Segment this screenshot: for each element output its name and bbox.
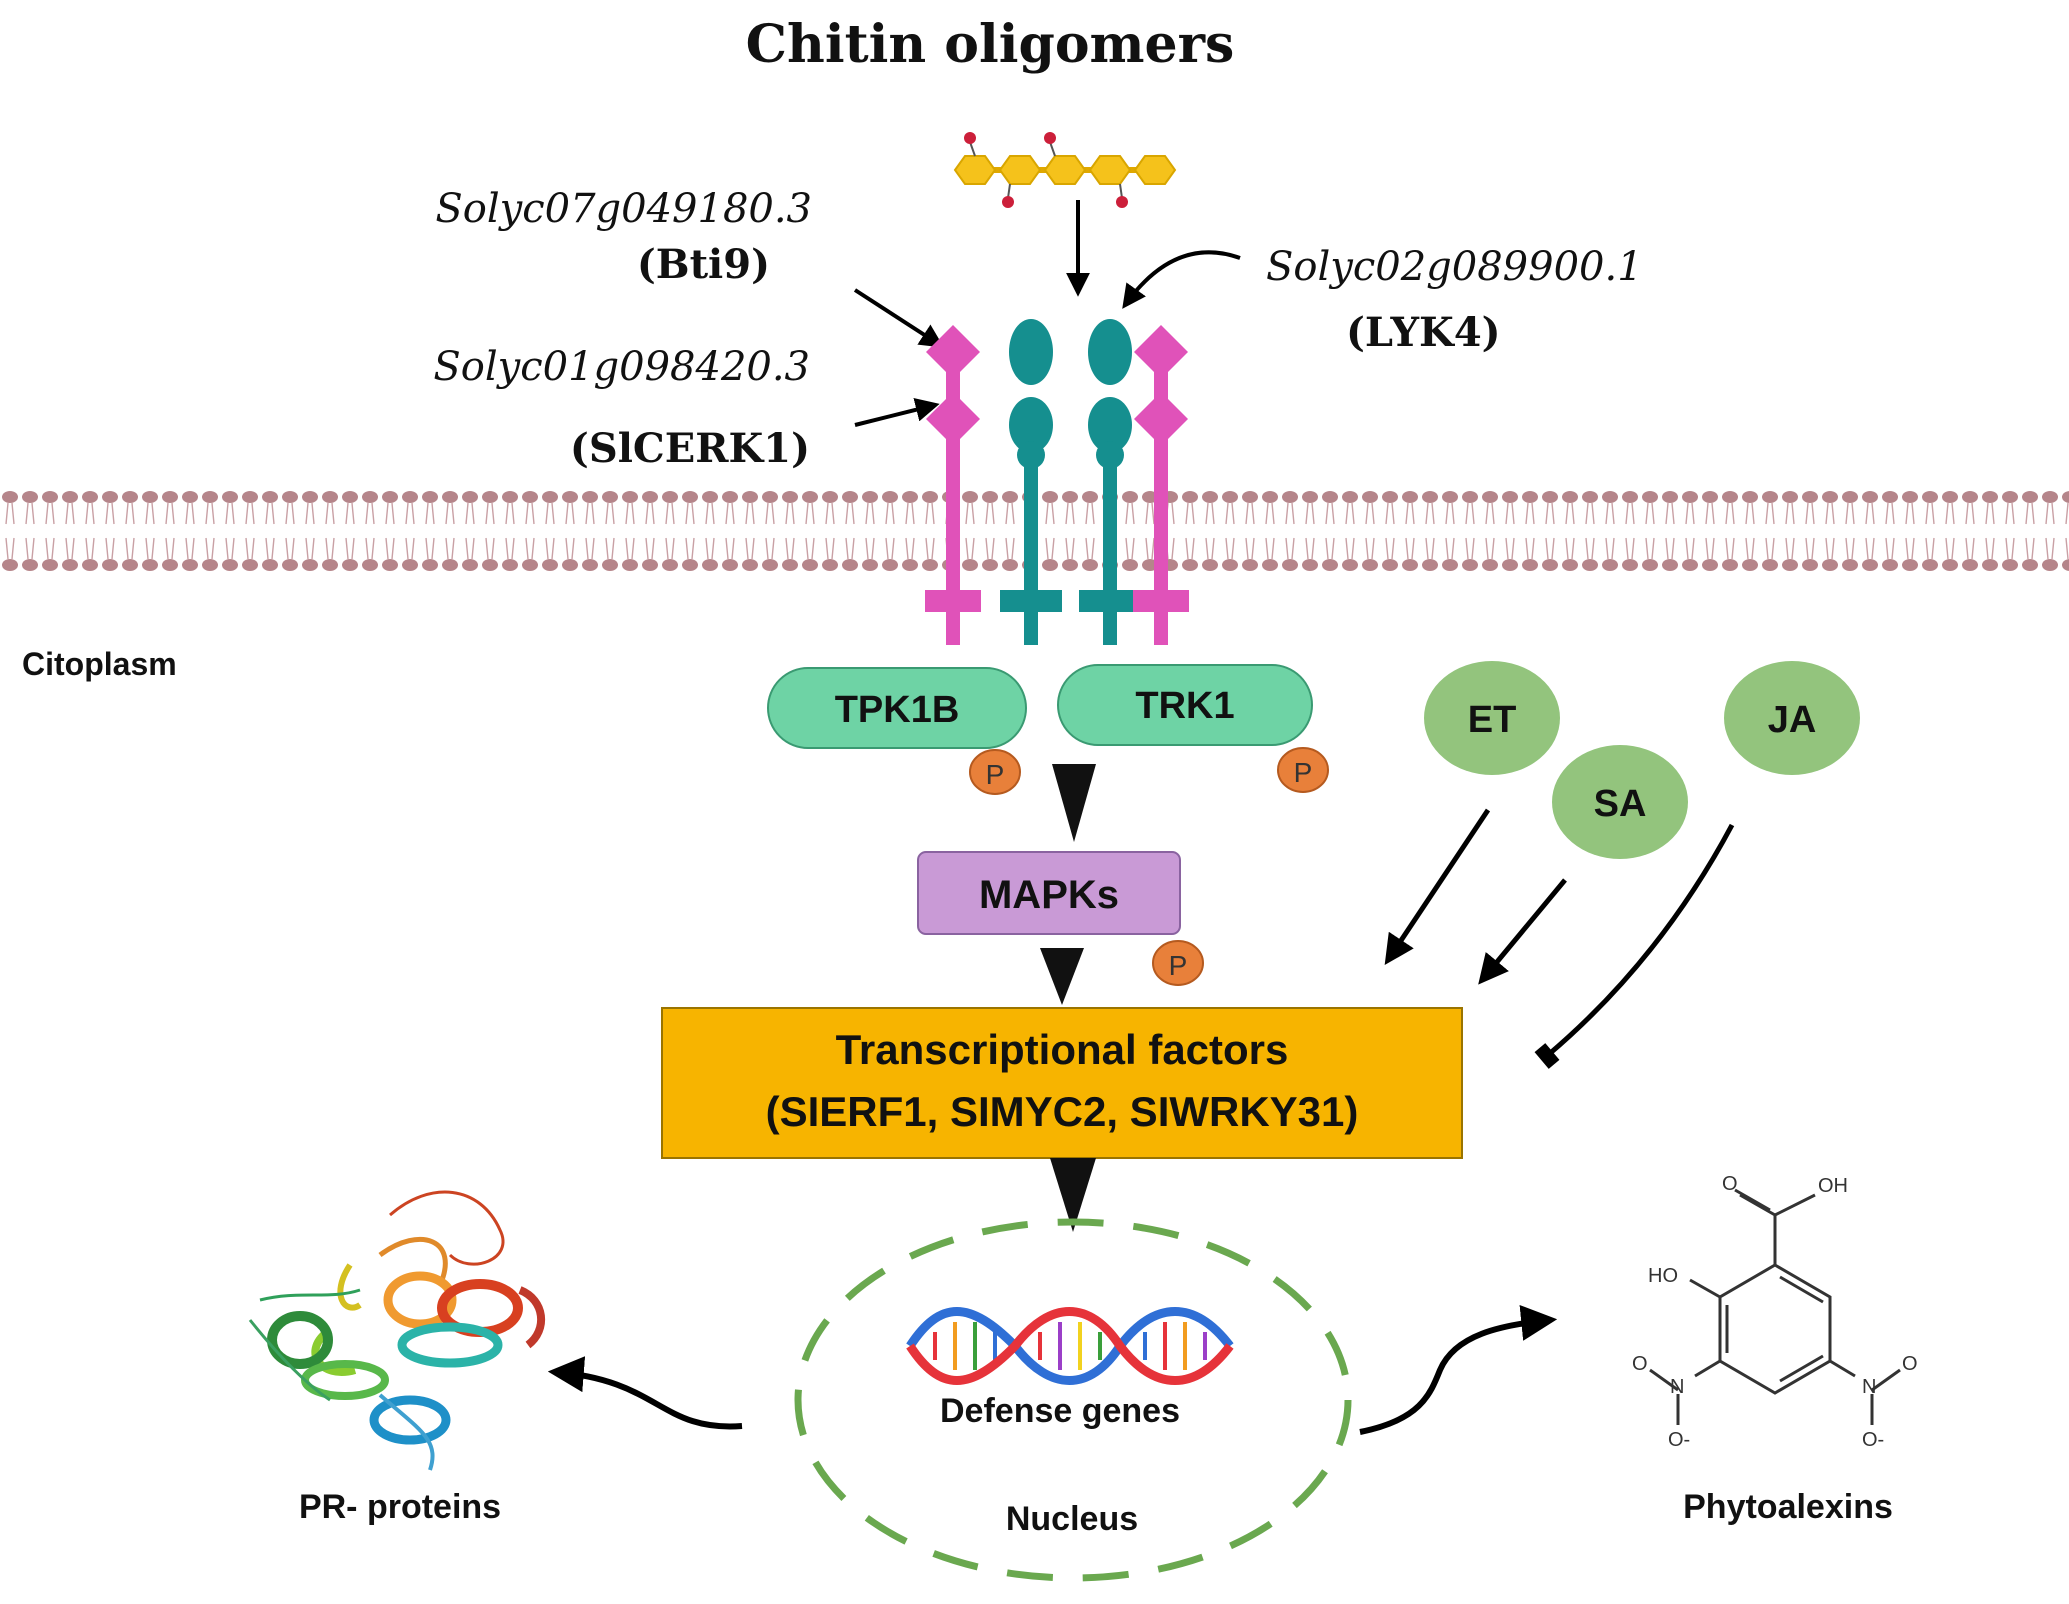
- nucleus-label: Nucleus: [1006, 1500, 1138, 1538]
- chitin-oligomer-icon: [953, 132, 1177, 208]
- tf-title: Transcriptional factors: [836, 1026, 1289, 1073]
- svg-text:ET: ET: [1468, 699, 1517, 741]
- et-signal-arrow: [1384, 808, 1491, 965]
- pr-proteins-label: PR- proteins: [299, 1488, 501, 1526]
- signal-triangle-3: [1050, 1158, 1096, 1232]
- transcription-factors-box: Transcriptional factors (SIERF1, SIMYC2,…: [661, 1007, 1463, 1159]
- svg-text:O-: O-: [1668, 1429, 1690, 1451]
- trk1-kinase: TRK1: [1057, 664, 1313, 746]
- svg-text:O: O: [1902, 1353, 1918, 1375]
- svg-text:OH: OH: [1818, 1175, 1848, 1197]
- svg-text:P: P: [1294, 757, 1313, 788]
- cytoplasm-label: Citoplasm: [22, 646, 177, 682]
- hormone-ja: JA: [1724, 661, 1860, 775]
- phytoalexin-molecule-icon: [1649, 1188, 1901, 1425]
- phosphate-badge-tpk1b: P: [969, 749, 1021, 795]
- gene-locus-slcerk1: Solyc01g098420.3: [433, 344, 810, 390]
- svg-text:O: O: [1632, 1353, 1648, 1375]
- svg-text:P: P: [1169, 950, 1188, 981]
- tf-members: (SIERF1, SIMYC2, SIWRKY31): [766, 1088, 1359, 1135]
- mapks-box: MAPKs: [917, 851, 1181, 935]
- nucleus-outline: [794, 1218, 1352, 1582]
- ja-signal-arrow: [1546, 823, 1735, 1057]
- phytoalexin-output-arrow: [1359, 1304, 1558, 1435]
- gene-locus-bti9: Solyc07g049180.3: [435, 186, 812, 232]
- svg-text:N: N: [1862, 1376, 1876, 1398]
- gene-locus-lyk4: Solyc02g089900.1: [1266, 244, 1643, 290]
- svg-text:P: P: [986, 759, 1005, 790]
- ja-inhibition-bar: [1534, 1043, 1560, 1069]
- slcerk1-pointer-arrow: [854, 398, 940, 427]
- tpk1b-label: TPK1B: [835, 689, 960, 731]
- svg-text:SA: SA: [1594, 783, 1647, 825]
- phytoalexin-atom-labels: O OH HO N O O- N O O-: [1632, 1173, 1918, 1451]
- tpk1b-kinase: TPK1B: [767, 667, 1027, 749]
- phosphate-badge-mapks: P: [1152, 940, 1204, 986]
- phosphate-badge-trk1: P: [1277, 747, 1329, 793]
- pr-protein-output-arrow: [547, 1356, 743, 1430]
- lyk4-pointer-arrow: [1122, 250, 1241, 309]
- dna-helix-icon: [906, 1307, 1234, 1385]
- bti9-pointer-arrow: [853, 288, 945, 348]
- phytoalexins-label: Phytoalexins: [1683, 1488, 1893, 1526]
- mapks-label: MAPKs: [979, 873, 1119, 917]
- sa-signal-arrow: [1478, 878, 1567, 985]
- receptor-complex: [925, 319, 1189, 645]
- hormone-et: ET: [1424, 661, 1560, 775]
- svg-text:N: N: [1670, 1376, 1684, 1398]
- hormone-sa: SA: [1552, 745, 1688, 859]
- diagram-title: Chitin oligomers: [746, 14, 1235, 75]
- signal-triangle-2: [1040, 948, 1084, 1005]
- gene-name-lyk4: (LYK4): [1346, 309, 1501, 356]
- svg-text:HO: HO: [1648, 1265, 1678, 1287]
- svg-text:JA: JA: [1768, 699, 1817, 741]
- gene-name-slcerk1: (SlCERK1): [570, 425, 810, 472]
- signal-triangle-1: [1052, 764, 1096, 842]
- svg-text:O: O: [1722, 1173, 1738, 1195]
- gene-name-bti9: (Bti9): [637, 241, 770, 288]
- trk1-label: TRK1: [1135, 685, 1234, 727]
- svg-text:O-: O-: [1862, 1429, 1884, 1451]
- defense-genes-label: Defense genes: [940, 1392, 1180, 1430]
- pr-protein-structure-icon: [248, 1190, 546, 1471]
